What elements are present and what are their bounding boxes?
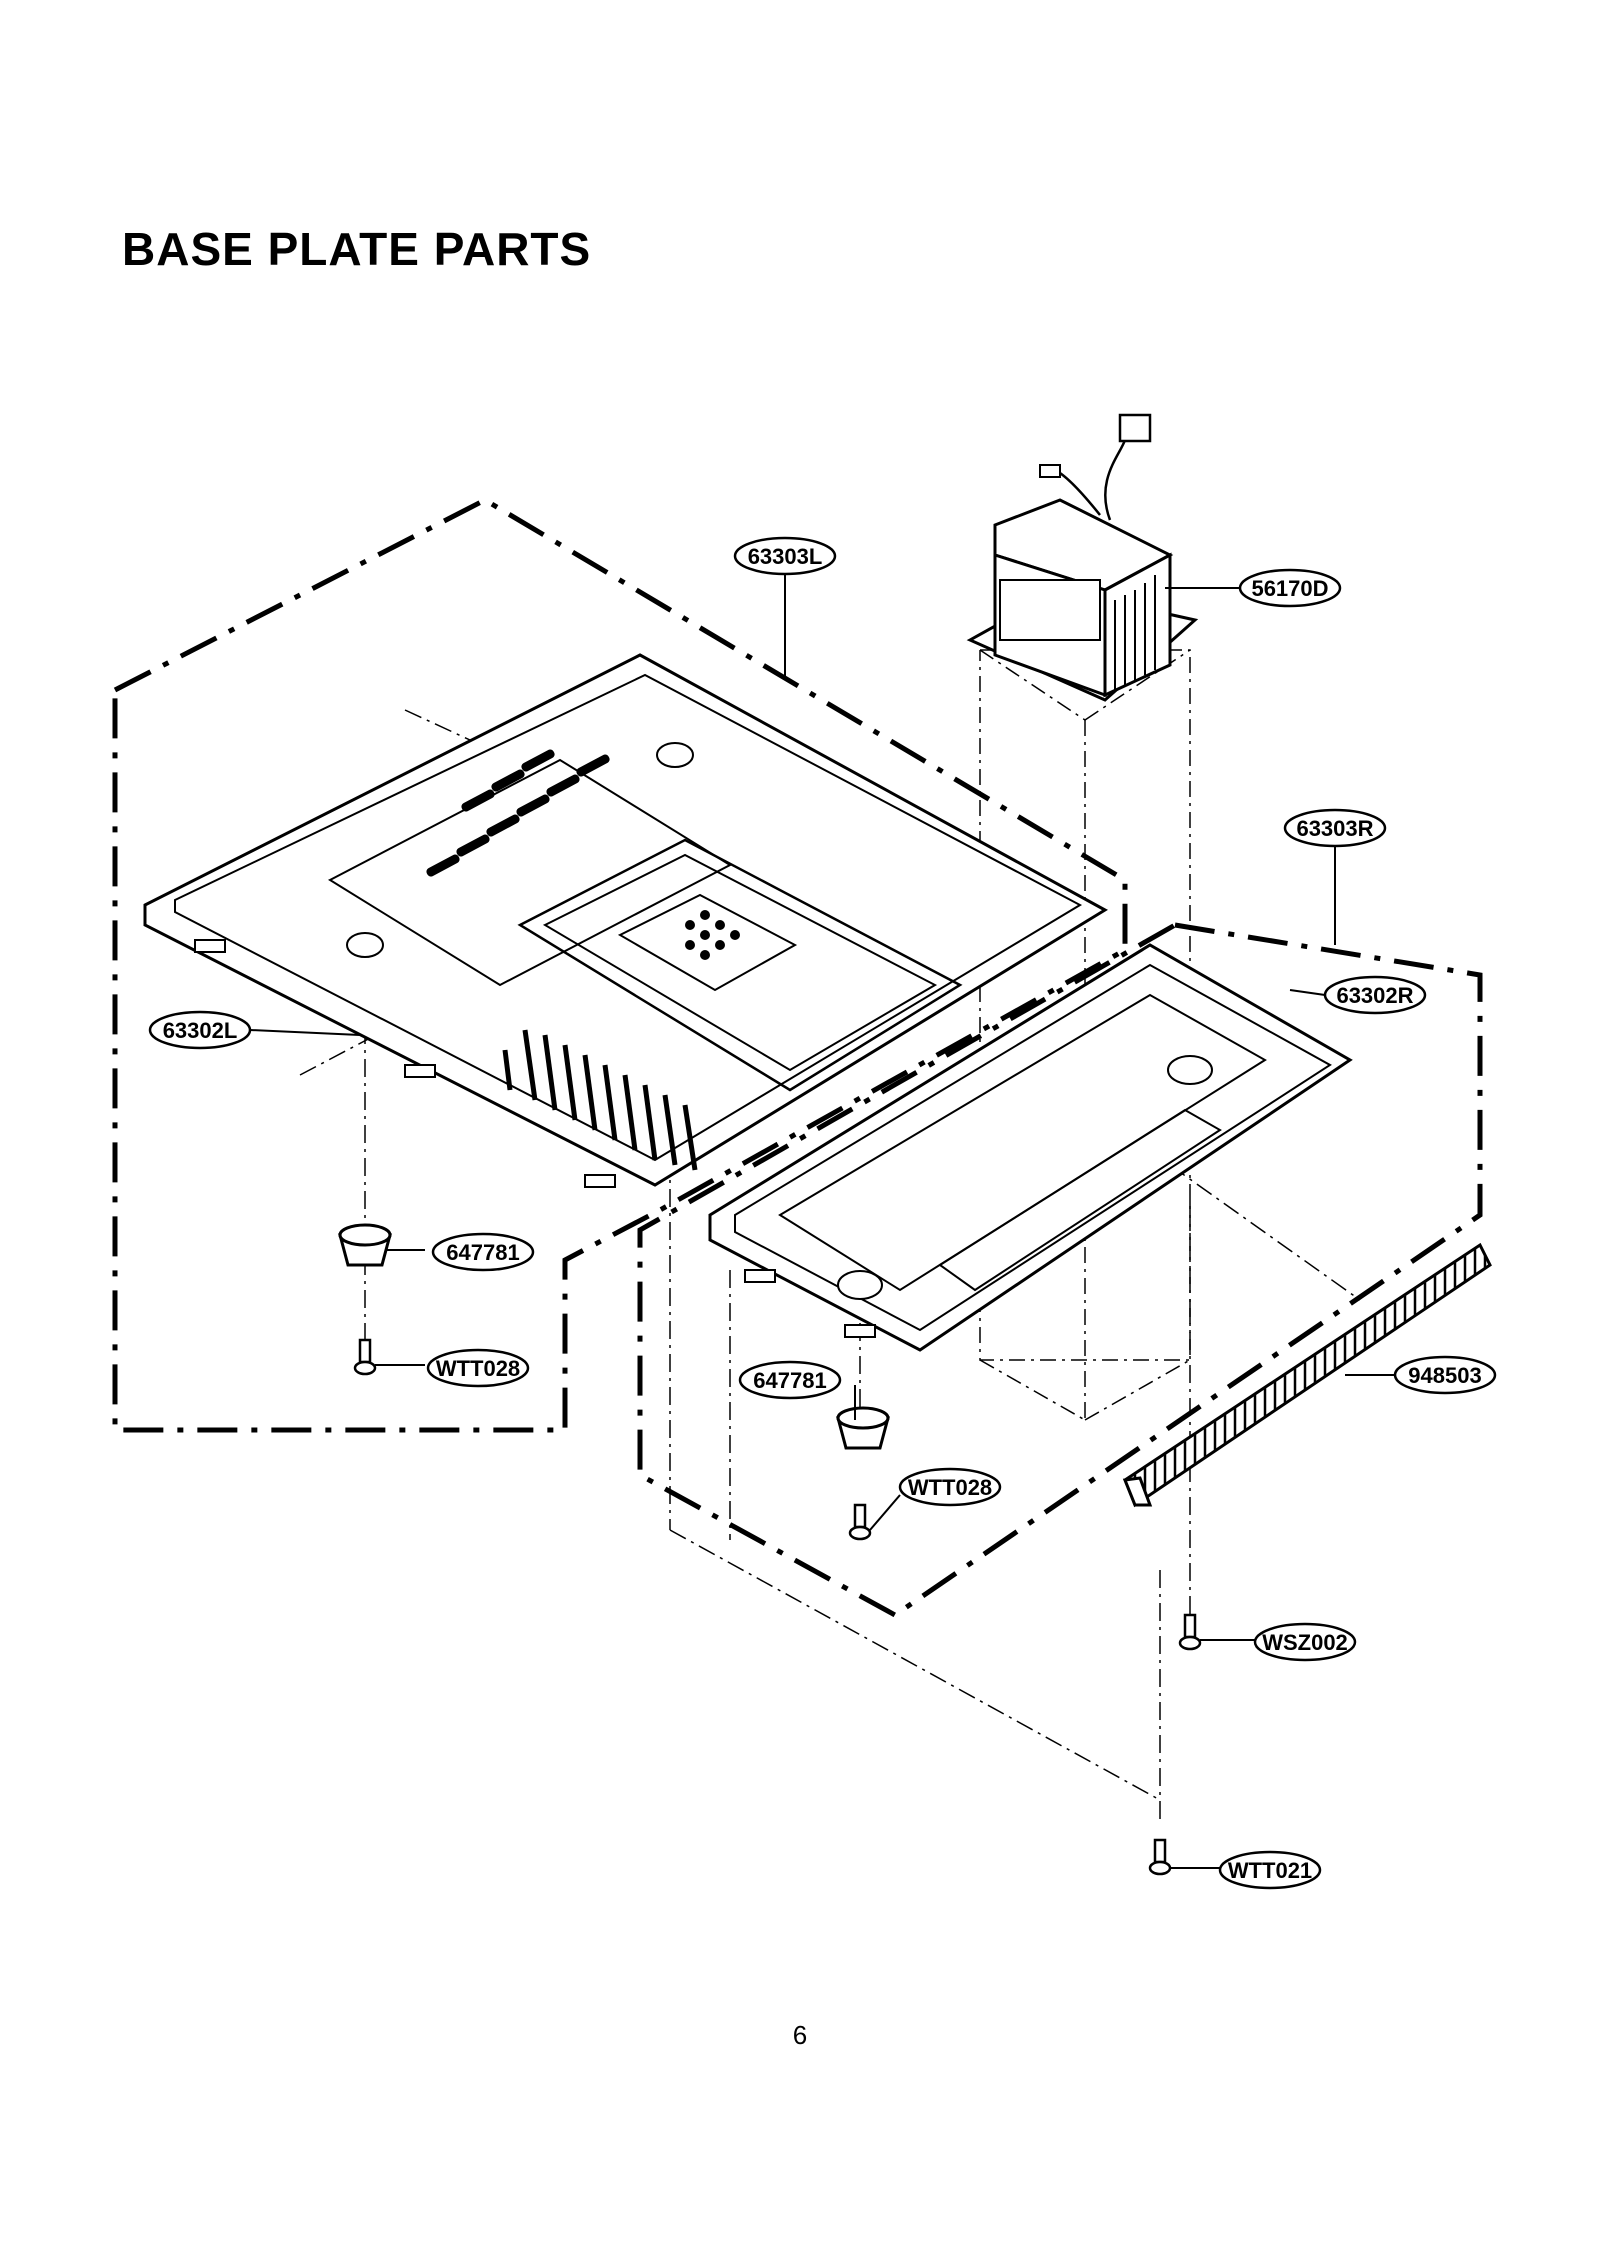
callout-63303l: 63303L <box>733 536 837 576</box>
svg-text:63303R: 63303R <box>1296 816 1373 841</box>
svg-text:647781: 647781 <box>753 1368 826 1393</box>
foot-left <box>338 1223 392 1267</box>
callout-647781-right: 647781 <box>738 1360 842 1400</box>
screw-wtt021 <box>1148 1838 1172 1876</box>
transformer <box>966 413 1199 702</box>
callout-647781-left: 647781 <box>431 1232 535 1272</box>
callout-948503: 948503 <box>1393 1355 1497 1395</box>
screw-wsz002 <box>1178 1613 1202 1651</box>
vent-slots-top <box>426 749 610 877</box>
svg-text:WTT028: WTT028 <box>436 1356 520 1381</box>
svg-text:63302L: 63302L <box>163 1018 238 1043</box>
page-number: 6 <box>792 2020 808 2050</box>
page-title: BASE PLATE PARTS <box>122 223 592 275</box>
right-boundary-outline <box>637 922 1483 1618</box>
svg-text:63303L: 63303L <box>748 544 823 569</box>
callout-wsz002: WSZ002 <box>1253 1622 1357 1662</box>
leader-lines <box>249 574 1395 1869</box>
callout-63302r: 63302R <box>1323 975 1427 1015</box>
callout-63302l: 63302L <box>148 1010 252 1050</box>
svg-text:56170D: 56170D <box>1251 576 1328 601</box>
foot-right <box>836 1406 890 1450</box>
svg-text:WSZ002: WSZ002 <box>1262 1630 1348 1655</box>
screw-wtt028-left <box>353 1338 377 1376</box>
left-base-plate <box>143 653 1108 1188</box>
right-base-plate <box>708 943 1353 1352</box>
callout-wtt028-right: WTT028 <box>898 1467 1002 1507</box>
vent-slots-side <box>502 1029 698 1171</box>
svg-text:WTT028: WTT028 <box>908 1475 992 1500</box>
callout-wtt021: WTT021 <box>1218 1850 1322 1890</box>
callout-56170d: 56170D <box>1238 568 1342 608</box>
svg-text:647781: 647781 <box>446 1240 519 1265</box>
svg-text:WTT021: WTT021 <box>1228 1858 1312 1883</box>
callout-63303r: 63303R <box>1283 808 1387 848</box>
rack-strip <box>1122 1242 1492 1508</box>
callout-wtt028-left: WTT028 <box>426 1348 530 1388</box>
svg-text:63302R: 63302R <box>1336 983 1413 1008</box>
screw-wtt028-right <box>848 1503 872 1541</box>
svg-text:948503: 948503 <box>1408 1363 1481 1388</box>
